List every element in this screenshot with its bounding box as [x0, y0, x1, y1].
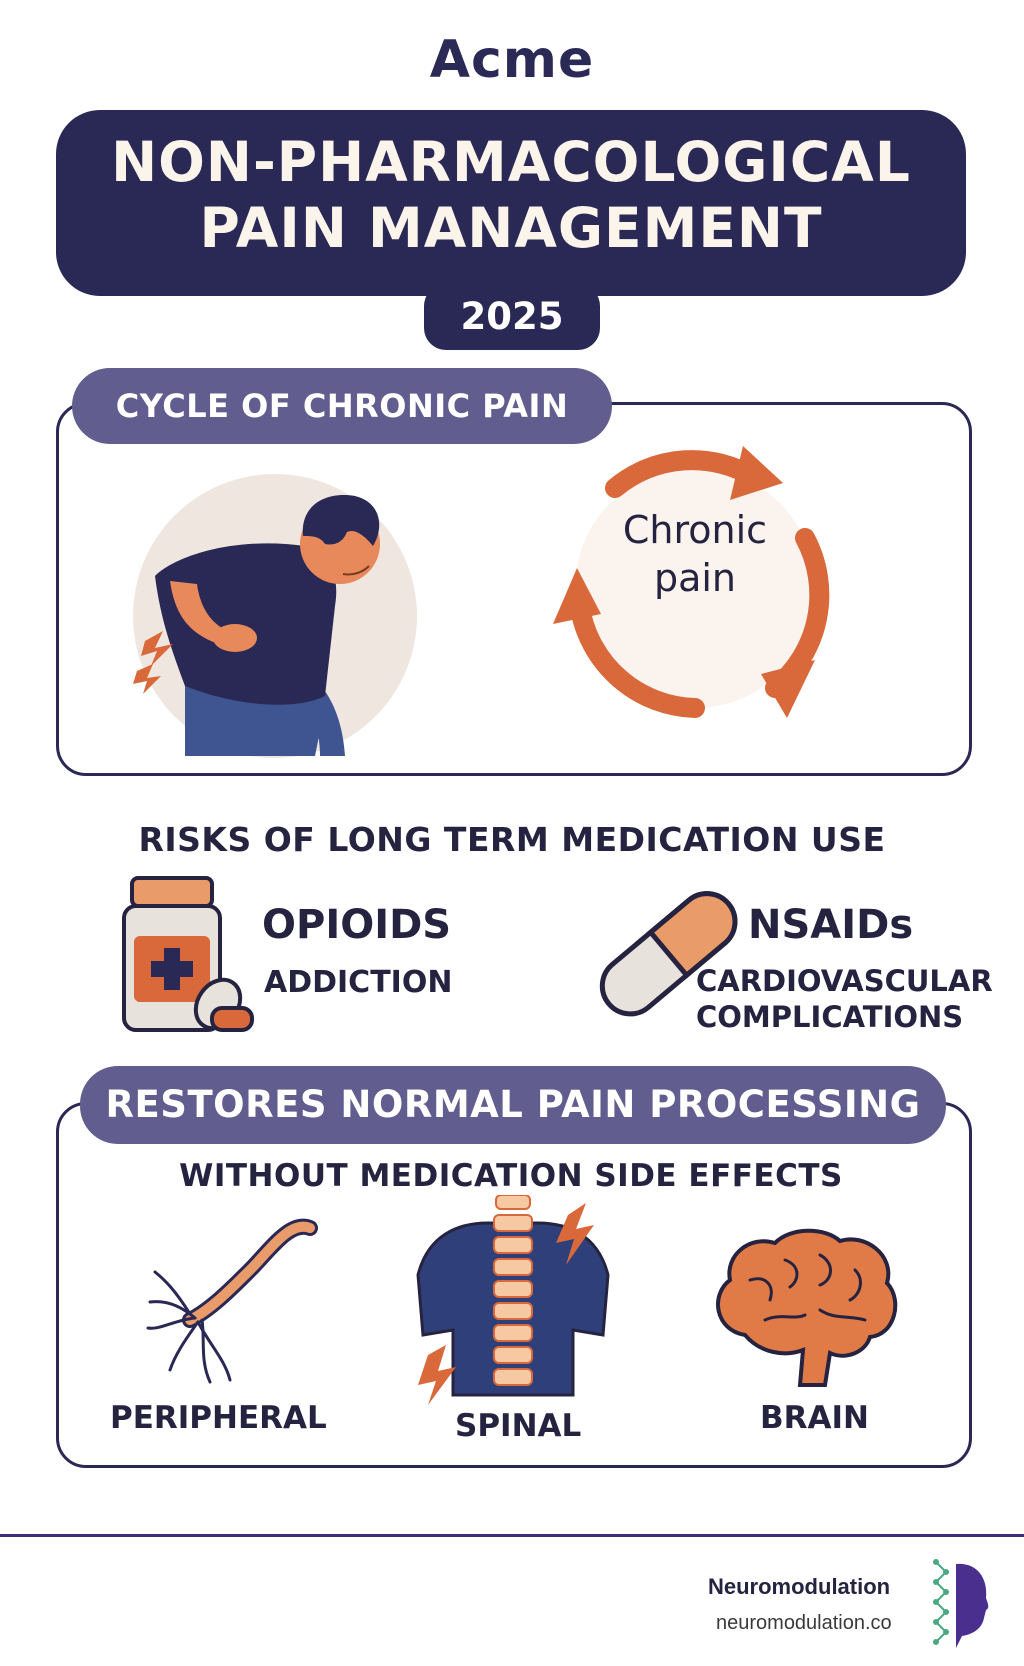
spinal-label: SPINAL	[455, 1408, 582, 1444]
spine-icon	[416, 1195, 610, 1405]
footer-brand-name: Neuromodulation	[708, 1574, 891, 1599]
risks-heading: RISKS OF LONG TERM MEDICATION USE	[138, 820, 886, 859]
title-banner	[56, 110, 966, 296]
brain-label: BRAIN	[760, 1400, 869, 1436]
brain-icon	[716, 1228, 898, 1387]
footer-url[interactable]: neuromodulation.co	[716, 1612, 892, 1634]
neuro-logo-icon	[933, 1559, 989, 1648]
nsaids-risk-line-2: COMPLICATIONS	[696, 1000, 964, 1034]
footer-divider	[0, 1534, 1024, 1537]
cycle-heading: CYCLE OF CHRONIC PAIN	[72, 368, 612, 444]
title-line-2: PAIN MANAGEMENT	[199, 196, 823, 260]
cycle-label-line-1: Chronic	[622, 508, 768, 552]
capsule-icon	[599, 891, 738, 1017]
title-line-1: NON-PHARMACOLOGICAL	[111, 130, 911, 194]
restore-heading: RESTORES NORMAL PAIN PROCESSING	[80, 1066, 946, 1144]
nerve-icon	[146, 1218, 318, 1384]
pill-bottle-icon	[122, 876, 254, 1032]
opioids-label: OPIOIDS	[262, 902, 452, 948]
nsaids-label: NSAIDs	[748, 902, 914, 948]
opioids-risk: ADDICTION	[264, 965, 453, 1000]
person-in-pain-icon	[133, 474, 417, 758]
year-badge: 2025	[424, 284, 600, 350]
cycle-label-line-2: pain	[653, 556, 737, 600]
restore-subheading: WITHOUT MEDICATION SIDE EFFECTS	[179, 1158, 843, 1194]
cycle-arrows-icon	[553, 446, 830, 718]
brand-title: Acme	[429, 30, 595, 90]
peripheral-label: PERIPHERAL	[110, 1400, 327, 1436]
nsaids-risk-line-1: CARDIOVASCULAR	[696, 964, 993, 998]
